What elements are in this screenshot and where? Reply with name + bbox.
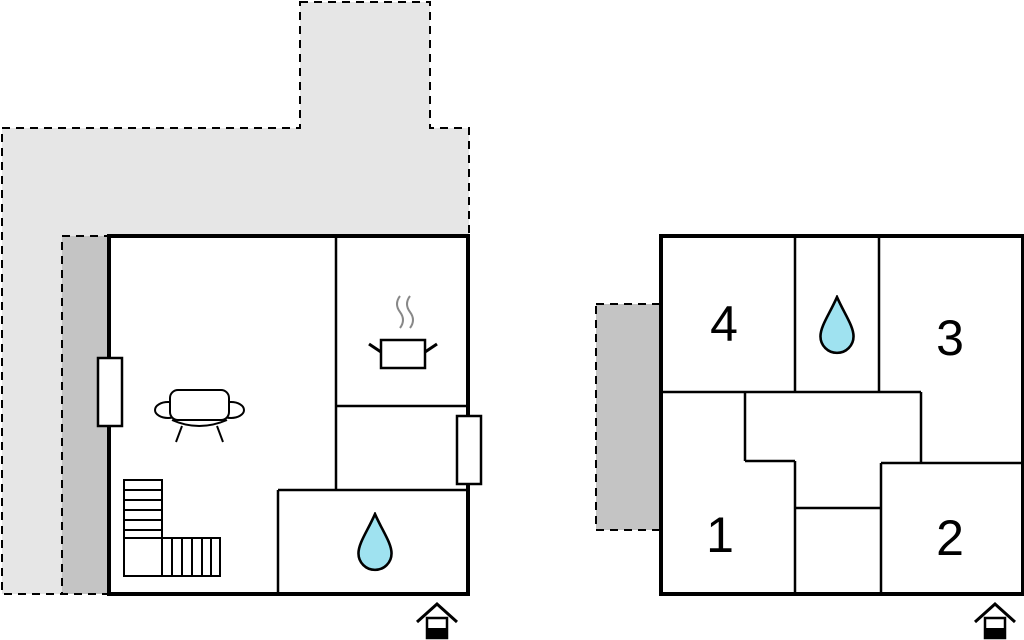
entrance-house-icon bbox=[973, 602, 1017, 640]
stairs-icon bbox=[123, 479, 221, 577]
ground-floor-plan bbox=[1, 1, 483, 640]
sofa-icon bbox=[154, 389, 245, 443]
room-label-3: 3 bbox=[936, 310, 964, 366]
first-floor-plan: 4 3 1 2 bbox=[595, 234, 1024, 640]
window-left bbox=[96, 356, 124, 428]
covered-area-right bbox=[595, 303, 663, 531]
first-floor-outer-wall bbox=[659, 234, 1024, 596]
window-right bbox=[455, 414, 483, 486]
cooking-pot-icon bbox=[368, 295, 438, 370]
room-label-1: 1 bbox=[706, 507, 734, 563]
room-label-4: 4 bbox=[710, 296, 738, 352]
entrance-house-icon bbox=[415, 602, 459, 640]
room-label-2: 2 bbox=[936, 510, 964, 566]
